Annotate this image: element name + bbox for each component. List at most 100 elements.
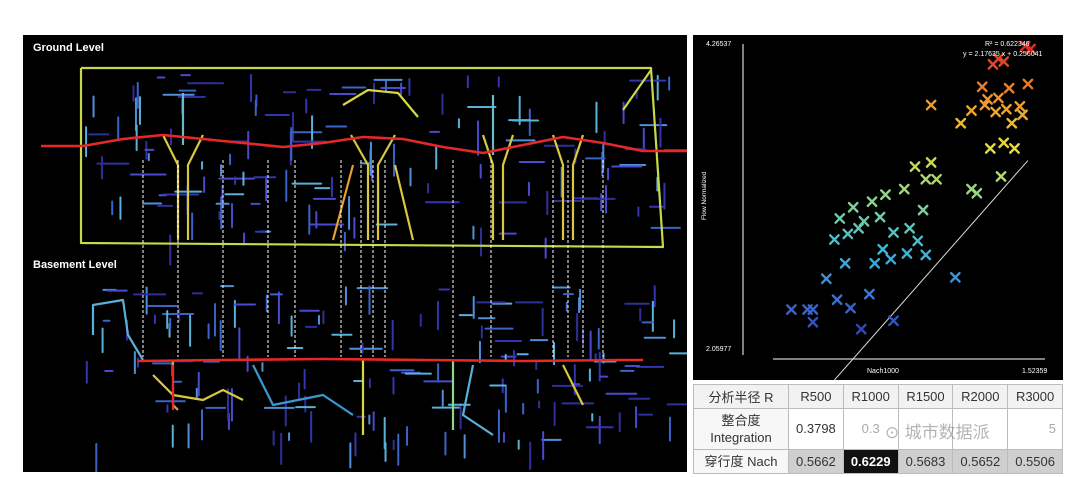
header-r1000: R1000 xyxy=(842,383,899,410)
scatter-chart-panel: 4.26537 2.05977 Nach1000 1.52359 R² = 0.… xyxy=(693,35,1063,380)
scatter-point xyxy=(1003,82,1015,94)
basement-main-axis xyxy=(137,357,643,363)
scatter-point xyxy=(880,189,891,201)
funnel-line xyxy=(393,164,415,241)
scatter-point xyxy=(1001,103,1012,115)
scatter-point xyxy=(1009,143,1020,154)
scatter-point xyxy=(904,222,916,234)
nach-r500: 0.5662 xyxy=(788,448,844,475)
scatter-point xyxy=(888,227,899,238)
scatter-point xyxy=(931,173,942,185)
basement-level-label: Basement Level xyxy=(33,259,117,271)
scatter-point xyxy=(925,99,937,111)
integration-label: 整合度 Integration xyxy=(693,408,789,450)
funnel-line xyxy=(551,134,565,240)
trendline-equation-label: y = 2.17635 x + 0.256041 xyxy=(963,51,1043,58)
scatter-point xyxy=(847,201,859,213)
funnel-line xyxy=(331,164,355,241)
scatter-point xyxy=(920,249,932,261)
scatter-point xyxy=(834,213,846,224)
scatter-point xyxy=(807,304,819,315)
scatter-point xyxy=(807,316,819,328)
integration-r1500 xyxy=(897,408,954,450)
ground-diagonal xyxy=(622,69,652,111)
axial-map-panel: Ground Level Basement Level xyxy=(23,35,687,472)
integration-label-cn: 整合度 xyxy=(721,412,761,428)
nach-r1500: 0.5683 xyxy=(897,448,954,475)
header-r3000: R3000 xyxy=(1007,383,1063,410)
x-max-tick-label: 1.52359 xyxy=(1022,368,1048,375)
scatter-point xyxy=(909,161,921,173)
funnel-line xyxy=(481,134,495,240)
scatter-point xyxy=(901,248,913,259)
scatter-point xyxy=(955,117,967,129)
nach-row: 穿行度 Nach 0.5662 0.6229 0.5683 0.5652 0.5… xyxy=(693,448,1063,475)
funnel-line xyxy=(162,134,180,240)
nach-r3000: 0.5506 xyxy=(1007,448,1063,475)
scatter-point xyxy=(949,271,961,283)
scatter-point xyxy=(982,93,993,105)
header-r500: R500 xyxy=(788,383,844,410)
ground-outline xyxy=(79,66,665,249)
ground-level-label: Ground Level xyxy=(33,42,104,54)
scatter-point xyxy=(863,288,875,300)
scatter-point xyxy=(845,302,856,314)
scatter-point xyxy=(858,215,870,227)
scatter-point xyxy=(925,157,937,168)
scatter-point xyxy=(877,243,889,255)
scatter-chart xyxy=(742,40,1045,380)
scatter-point xyxy=(990,106,1002,118)
funnel-line xyxy=(571,134,585,240)
scatter-point xyxy=(998,137,1010,149)
watermark-logo: ⊙ 城市数据派 xyxy=(885,418,990,443)
scatter-point xyxy=(917,204,929,216)
basement-branch xyxy=(562,364,584,406)
header-r1500: R1500 xyxy=(897,383,954,410)
ground-curve xyxy=(342,88,419,118)
scatter-point xyxy=(785,304,797,315)
funnel-line xyxy=(186,134,204,240)
watermark-text: 城市数据派 xyxy=(904,423,990,443)
axial-map xyxy=(41,66,687,472)
y-min-tick-label: 2.05977 xyxy=(706,346,732,353)
y-max-tick-label: 4.26537 xyxy=(706,41,732,48)
wechat-icon: ⊙ xyxy=(885,423,900,443)
integration-row: 整合度 Integration 0.3798 0.3 5 xyxy=(693,408,1063,450)
nach-r1000: 0.6229 xyxy=(842,448,899,475)
integration-r500: 0.3798 xyxy=(788,408,844,450)
nach-label: 穿行度 Nach xyxy=(693,448,789,475)
funnel-line xyxy=(376,134,396,240)
basement-branch xyxy=(152,374,244,402)
table-header-row: 分析半径 R R500 R1000 R1500 R2000 R3000 xyxy=(693,383,1063,410)
scatter-point xyxy=(995,171,1007,182)
basement-branch xyxy=(252,364,354,416)
scatter-point xyxy=(1022,78,1034,90)
y-axis-label: Flow Normalized xyxy=(701,171,708,220)
scatter-point xyxy=(888,315,899,327)
scatter-point xyxy=(979,99,991,111)
scatter-point xyxy=(998,56,1010,67)
trendline xyxy=(833,160,1029,380)
r-squared-label: R² = 0.622346 xyxy=(985,41,1030,48)
header-r2000: R2000 xyxy=(952,383,1009,410)
scatter-point xyxy=(912,235,924,247)
basement-branch xyxy=(461,364,494,436)
scatter-point xyxy=(898,183,910,195)
ground-main-axis xyxy=(41,133,687,155)
integration-label-en: Integration xyxy=(710,429,772,445)
scatter-point xyxy=(869,257,881,269)
scatter-point xyxy=(920,173,932,185)
scatter-point xyxy=(855,323,867,335)
scatter-point xyxy=(828,234,840,245)
scatter-point xyxy=(839,257,851,269)
scatter-point xyxy=(976,81,988,93)
scatter-point xyxy=(1025,43,1036,55)
scatter-point xyxy=(820,273,832,285)
scatter-point xyxy=(1019,40,1031,52)
scatter-point xyxy=(866,196,878,208)
header-radius-label: 分析半径 R xyxy=(693,383,789,410)
basement-branch xyxy=(91,298,144,361)
scatter-point xyxy=(1014,100,1026,112)
scatter-point xyxy=(885,253,897,265)
scatter-point xyxy=(992,53,1004,65)
